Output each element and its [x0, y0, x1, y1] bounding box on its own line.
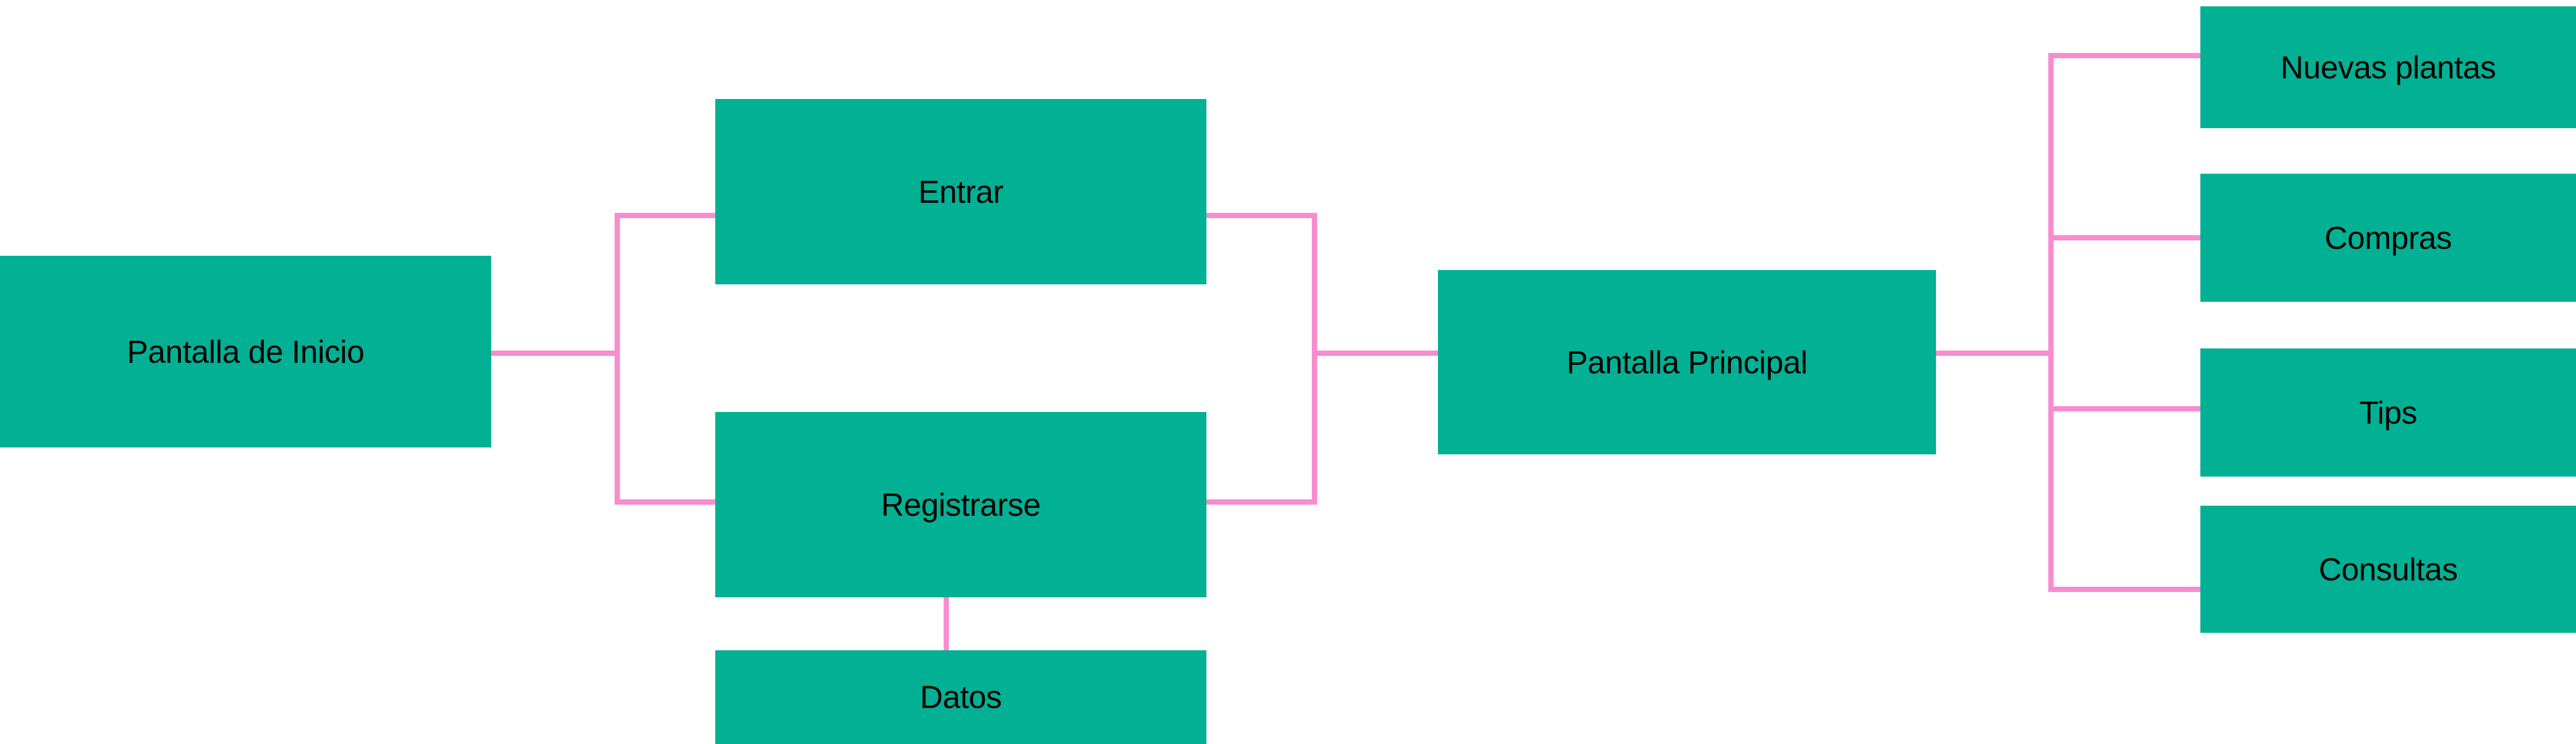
connector-compras-stub	[2048, 235, 2200, 240]
node-label: Registrarse	[881, 487, 1041, 523]
node-nuevas-plantas: Nuevas plantas	[2200, 6, 2576, 128]
node-label: Nuevas plantas	[2280, 49, 2496, 85]
connector-tips-stub	[2048, 406, 2200, 411]
node-label: Entrar	[918, 174, 1003, 210]
connector-registrarse-datos	[944, 597, 949, 650]
connector-registrarse-stub-left	[615, 499, 715, 505]
node-label: Datos	[920, 679, 1002, 715]
node-datos: Datos	[715, 650, 1206, 744]
node-label: Tips	[2359, 395, 2418, 431]
connector-principal-feed-left	[1312, 351, 1438, 356]
node-label: Pantalla Principal	[1566, 344, 1808, 380]
node-label: Pantalla de Inicio	[127, 334, 365, 370]
connector-registrarse-stub-right	[1206, 499, 1317, 505]
connector-nuevas-stub	[2048, 53, 2200, 58]
connector-mid-bracket-vertical	[1312, 213, 1317, 505]
node-registrarse: Registrarse	[715, 412, 1206, 597]
connector-consultas-stub	[2048, 587, 2200, 592]
connector-inicio-feed	[491, 351, 620, 356]
node-entrar: Entrar	[715, 99, 1206, 284]
node-pantalla-inicio: Pantalla de Inicio	[0, 256, 491, 447]
connector-principal-feed-right	[1936, 351, 2054, 356]
node-label: Compras	[2324, 220, 2452, 256]
node-consultas: Consultas	[2200, 506, 2576, 633]
connector-right-bracket-vertical	[2048, 53, 2054, 592]
node-label: Consultas	[2319, 551, 2458, 587]
connector-entrar-stub-right	[1206, 213, 1317, 218]
node-pantalla-principal: Pantalla Principal	[1438, 270, 1936, 454]
connector-left-bracket-vertical	[615, 213, 620, 505]
node-compras: Compras	[2200, 174, 2576, 302]
connector-entrar-stub-left	[615, 213, 715, 218]
node-tips: Tips	[2200, 348, 2576, 477]
